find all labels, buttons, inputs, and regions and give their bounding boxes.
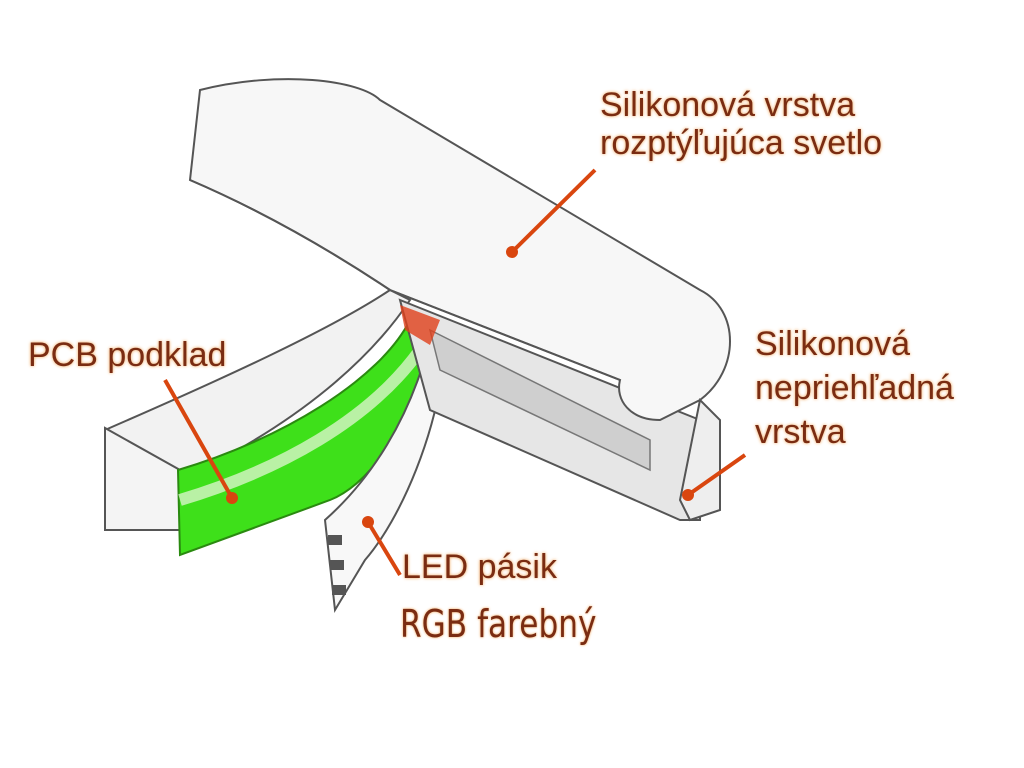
led-chip bbox=[328, 535, 342, 545]
leader-diffuser bbox=[510, 168, 597, 254]
label-pcb: PCB podklad bbox=[28, 336, 227, 374]
label-opaque: Silikonová nepriehľadná vrstva bbox=[755, 322, 954, 454]
leader-led bbox=[366, 520, 402, 577]
leader-pcb bbox=[163, 379, 234, 499]
red-led-glow bbox=[400, 305, 440, 345]
silicone-curve-outer bbox=[104, 288, 412, 471]
marker-diffuser bbox=[506, 246, 518, 258]
label-led: LED pásik bbox=[402, 548, 557, 586]
led-chip bbox=[332, 585, 346, 595]
label-diffuser-line1: Silikonová vrstva bbox=[600, 86, 856, 124]
label-diffuser-line2: rozptýľujúca svetlo bbox=[600, 124, 883, 162]
label-rgb: RGB farebný bbox=[400, 602, 597, 646]
label-opaque-line1: Silikonová bbox=[755, 325, 910, 363]
label-diffuser: Silikonová vrstva rozptýľujúca svetlo bbox=[600, 86, 882, 162]
pcb-highlight bbox=[178, 346, 425, 506]
diffuser-edge bbox=[189, 179, 621, 381]
leader-opaque bbox=[686, 453, 747, 497]
led-chip bbox=[330, 560, 344, 570]
marker-led bbox=[362, 516, 374, 528]
marker-pcb bbox=[226, 492, 238, 504]
channel-inner bbox=[428, 328, 651, 472]
label-opaque-line2: nepriehľadná bbox=[755, 369, 954, 407]
marker-opaque bbox=[682, 489, 694, 501]
label-opaque-line3: vrstva bbox=[755, 413, 846, 451]
